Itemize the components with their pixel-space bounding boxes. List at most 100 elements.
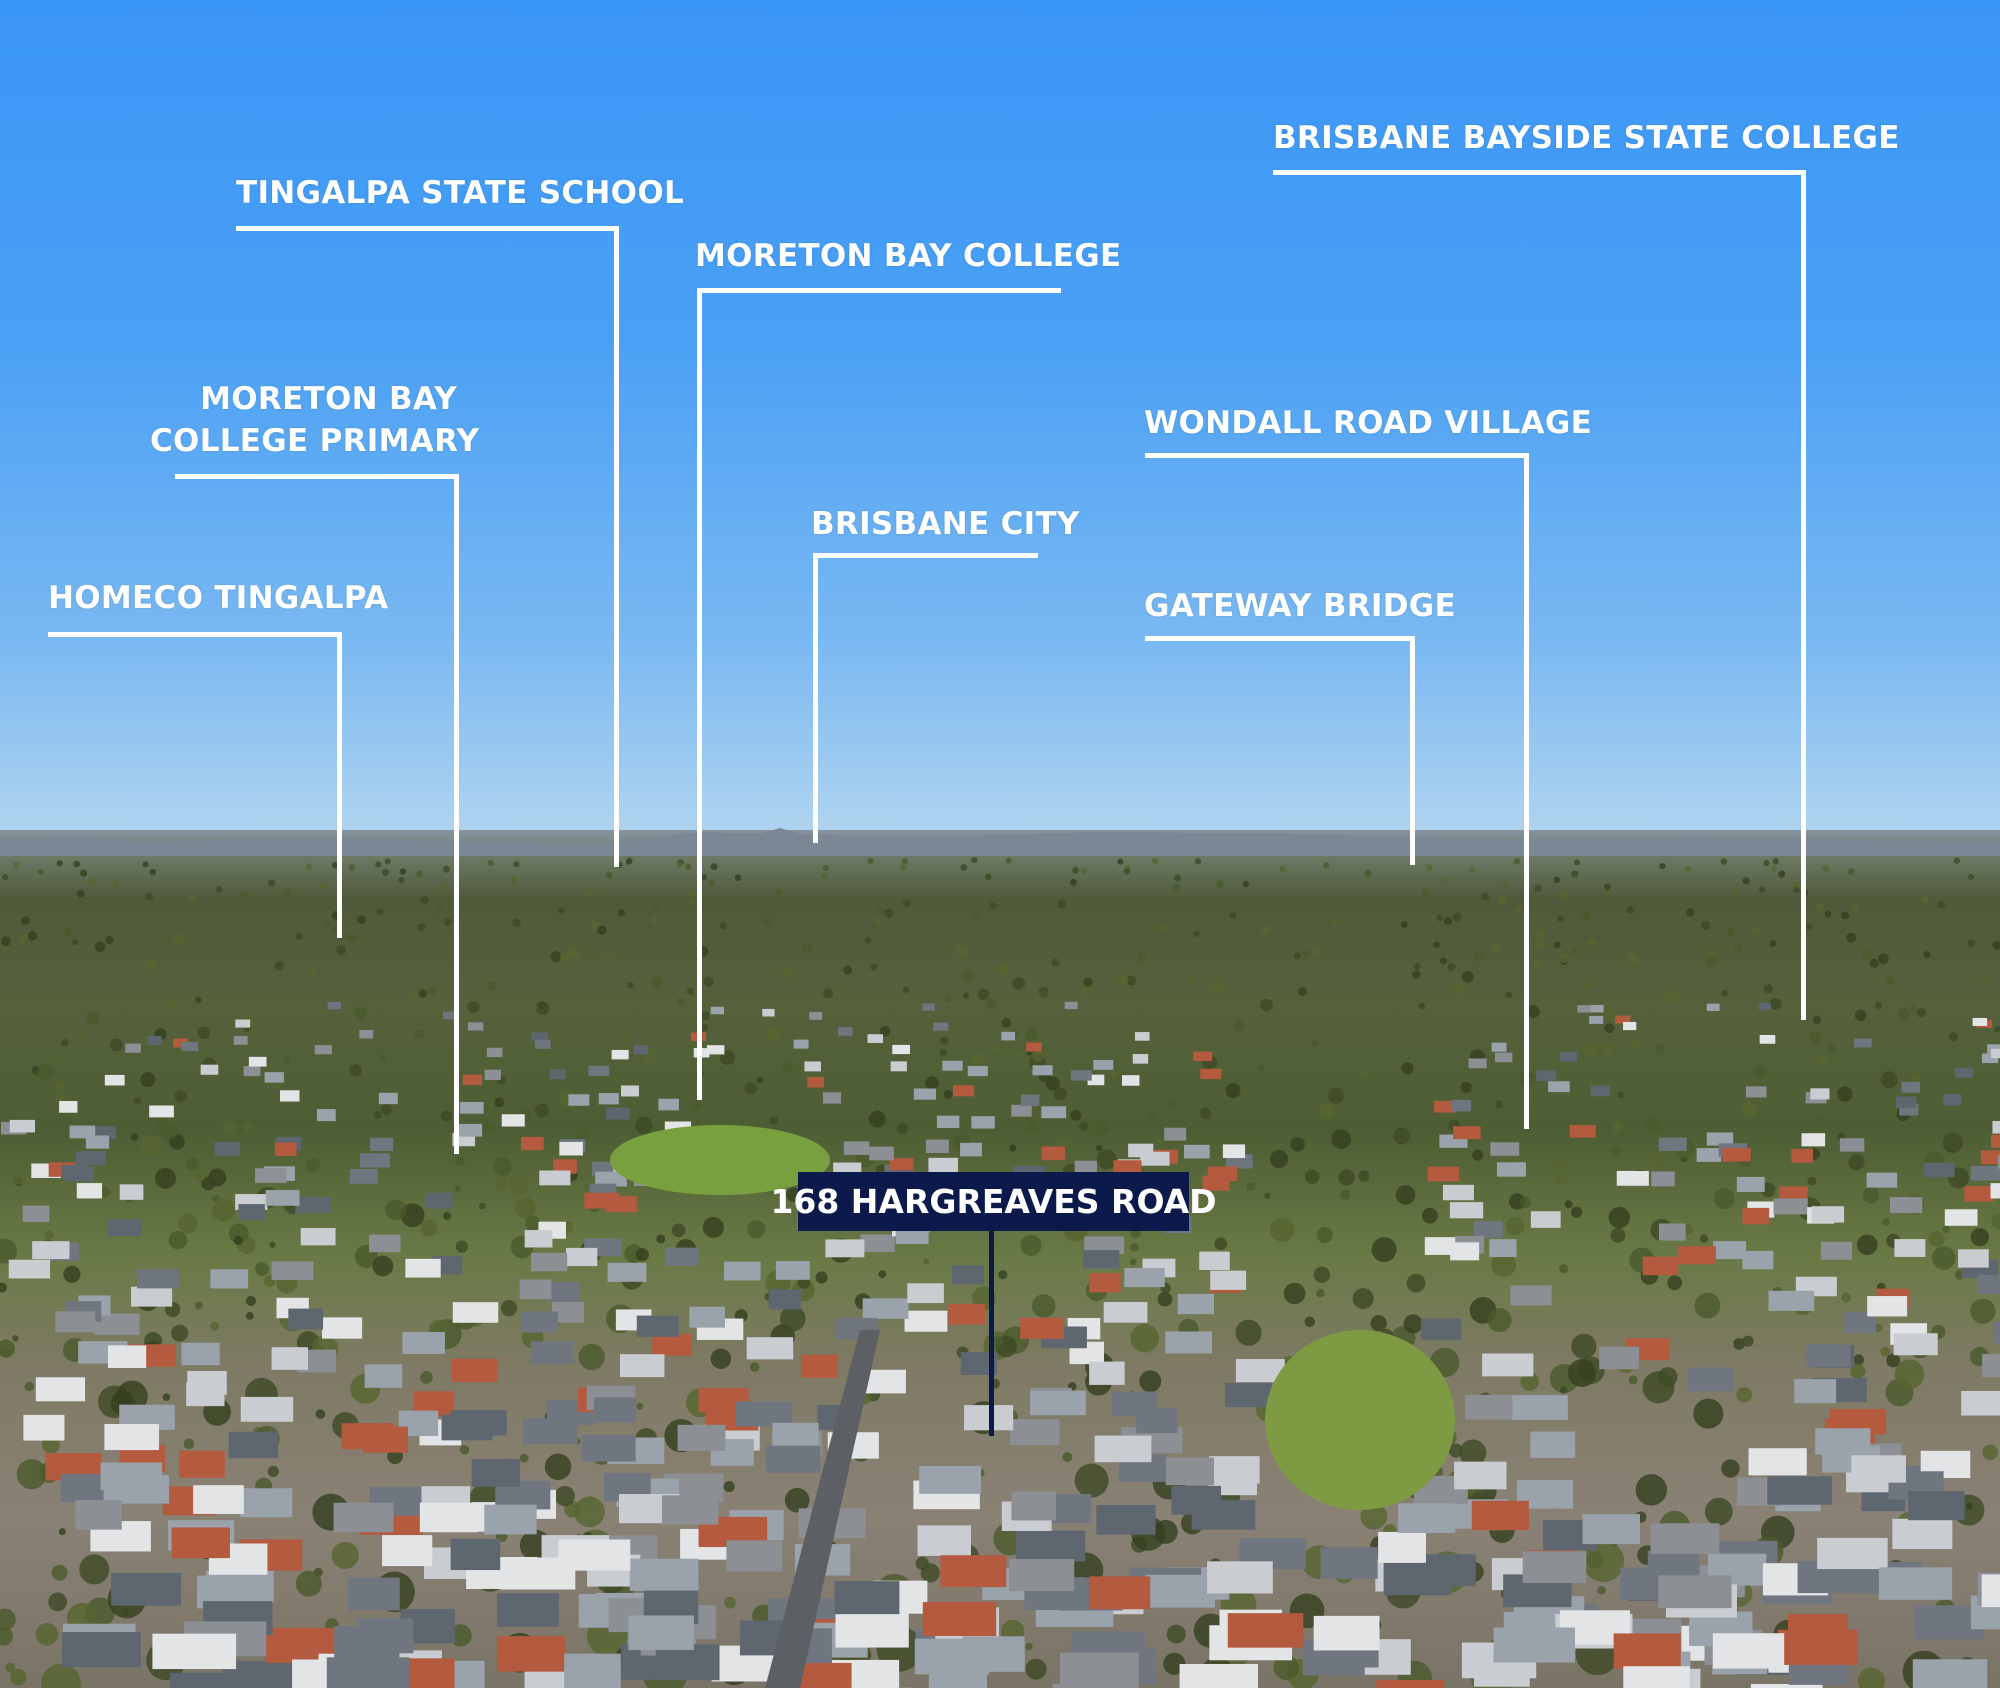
- house-roof: [364, 1364, 403, 1388]
- house-roof: [1893, 1333, 1938, 1356]
- tree: [559, 952, 570, 963]
- tree: [651, 976, 663, 988]
- tree: [692, 1100, 703, 1111]
- tree: [1264, 1192, 1271, 1200]
- house-roof: [1982, 1354, 2000, 1378]
- house-roof: [917, 1525, 971, 1556]
- tree: [240, 891, 249, 899]
- tree: [37, 869, 44, 876]
- house-roof: [1424, 1237, 1456, 1255]
- house-roof: [450, 1410, 507, 1436]
- house-roof: [724, 1261, 761, 1281]
- house-roof: [1493, 1627, 1575, 1663]
- tree: [455, 1156, 465, 1167]
- house-roof: [1184, 1144, 1210, 1159]
- house-roof: [1522, 1551, 1587, 1584]
- tree: [24, 1381, 34, 1392]
- house-roof: [942, 1060, 963, 1071]
- house-roof: [545, 1281, 580, 1302]
- house-roof: [1427, 1166, 1459, 1182]
- house-roof: [1089, 1576, 1151, 1610]
- tree: [295, 1570, 322, 1597]
- tree: [1359, 1069, 1368, 1078]
- tree: [719, 921, 727, 930]
- tree: [550, 951, 562, 963]
- tree: [1854, 1009, 1867, 1021]
- tree: [1316, 1226, 1333, 1244]
- tree: [1604, 883, 1611, 891]
- tree: [0, 1608, 16, 1631]
- tree: [1932, 1246, 1956, 1270]
- house-roof: [1806, 1344, 1851, 1367]
- house-roof: [75, 1151, 106, 1166]
- tree: [617, 908, 625, 917]
- house-roof: [1548, 1081, 1570, 1093]
- tree: [155, 1167, 176, 1189]
- house-roof: [971, 1116, 995, 1129]
- house-roof: [1128, 1143, 1154, 1158]
- tree: [1564, 1200, 1573, 1209]
- house-roof: [1867, 1296, 1908, 1317]
- tree: [1635, 1474, 1668, 1506]
- house-roof: [1313, 1615, 1380, 1651]
- house-roof: [1473, 1221, 1503, 1239]
- tree: [700, 1011, 710, 1021]
- tree: [688, 899, 695, 906]
- tree: [399, 868, 407, 875]
- house-roof: [32, 1241, 70, 1260]
- tree: [896, 1122, 908, 1135]
- house-roof: [1020, 1094, 1040, 1107]
- tree: [1005, 857, 1012, 864]
- tree: [1074, 1463, 1109, 1498]
- house-roof: [1442, 1184, 1474, 1201]
- tree: [1242, 880, 1249, 888]
- house-roof: [1590, 1085, 1611, 1097]
- tree: [557, 906, 565, 914]
- tree: [51, 1564, 68, 1581]
- tree: [1556, 914, 1564, 922]
- house-roof: [1420, 1318, 1462, 1340]
- house-roof: [1997, 1154, 2000, 1169]
- tree: [1045, 1076, 1060, 1091]
- tree: [0, 1282, 7, 1293]
- tree: [398, 877, 405, 884]
- tree: [376, 908, 384, 916]
- label-moreton-bay-college-primary: MORETON BAY COLLEGE PRIMARY: [150, 378, 479, 462]
- house-roof: [565, 1247, 598, 1267]
- house-roof: [1895, 1096, 1917, 1109]
- tree: [1136, 952, 1148, 963]
- tree: [915, 1556, 929, 1571]
- house-roof: [928, 1157, 958, 1173]
- tree: [879, 1025, 891, 1037]
- tree: [529, 1003, 538, 1012]
- house-roof: [1745, 1086, 1767, 1098]
- tree: [1847, 868, 1855, 875]
- house-roof: [524, 1230, 553, 1248]
- tree: [864, 936, 872, 944]
- house-roof: [179, 1450, 225, 1478]
- tree: [653, 905, 660, 912]
- tree: [525, 1215, 541, 1231]
- house-roof: [1706, 1003, 1720, 1011]
- tree: [1246, 1182, 1256, 1192]
- house-roof: [607, 1262, 647, 1282]
- tree: [13, 862, 20, 869]
- tree: [1878, 953, 1889, 965]
- tree: [1, 936, 11, 947]
- tree: [1316, 1288, 1325, 1298]
- tree: [1051, 958, 1060, 967]
- house-roof: [111, 1572, 181, 1606]
- tree: [843, 965, 853, 975]
- tree: [228, 1223, 249, 1244]
- house-roof: [605, 1107, 630, 1120]
- tree: [1991, 1214, 2000, 1229]
- house-roof: [689, 1306, 726, 1328]
- house-roof: [1768, 1290, 1815, 1311]
- tree: [442, 865, 450, 873]
- tree: [883, 908, 893, 918]
- tree: [1559, 1386, 1568, 1394]
- house-roof: [1200, 1068, 1222, 1080]
- tree: [1707, 949, 1716, 958]
- tree: [76, 889, 85, 898]
- house-roof: [452, 1302, 499, 1323]
